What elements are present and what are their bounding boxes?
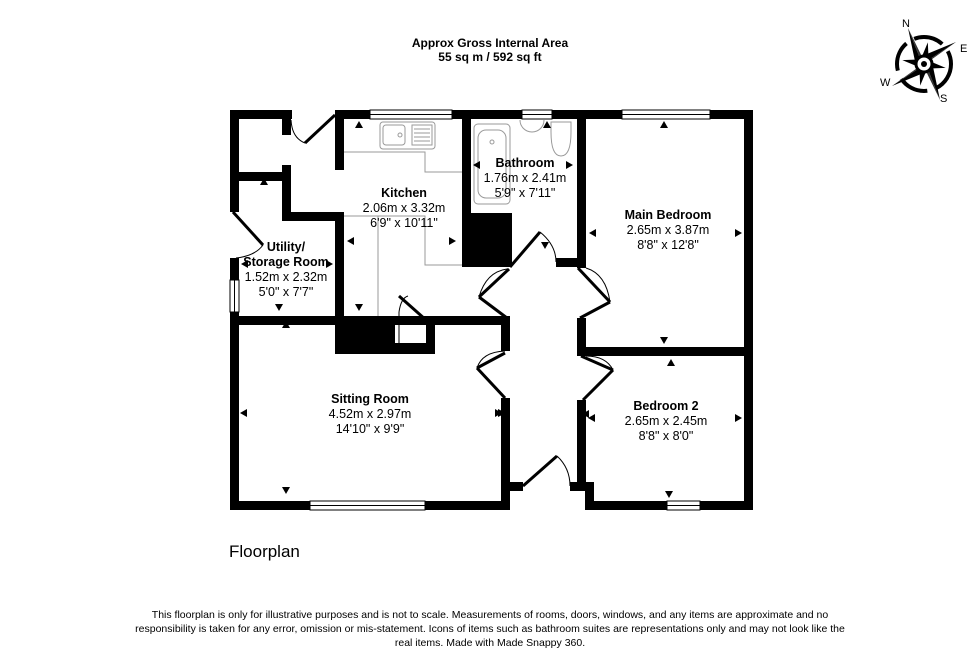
room-name: Kitchen: [381, 186, 427, 200]
room-imperial: 5'0" x 7'7": [258, 285, 314, 299]
room-imperial: 8'8" x 12'8": [637, 238, 699, 252]
room-bathroom: Bathroom 1.76m x 2.41m 5'9" x 7'11": [484, 156, 567, 201]
room-metric: 2.65m x 2.45m: [624, 414, 708, 428]
room-utility-storage: Utility/ Storage Room 1.52m x 2.32m 5'0"…: [243, 240, 328, 300]
dimension-arrows: [240, 121, 742, 498]
room-name: Sitting Room: [331, 392, 409, 406]
room-name-line2: Storage Room: [243, 255, 329, 269]
compass-north-label: N: [902, 18, 910, 30]
room-metric: 4.52m x 2.97m: [328, 407, 412, 421]
compass-east-label: E: [960, 43, 967, 55]
room-kitchen: Kitchen 2.06m x 3.32m 6'9" x 10'11": [363, 186, 446, 231]
room-name: Bathroom: [495, 156, 555, 170]
gross-internal-area: Approx Gross Internal Area 55 sq m / 592…: [380, 36, 600, 64]
room-imperial: 14'10" x 9'9": [335, 422, 405, 436]
room-metric: 1.52m x 2.32m: [244, 270, 328, 284]
windows: [229, 109, 711, 511]
floor-caption: Floorplan: [229, 542, 300, 561]
room-imperial: 8'8" x 8'0": [638, 429, 694, 443]
room-name: Utility/: [266, 240, 306, 254]
compass-south-label: S: [940, 93, 947, 105]
room-main-bedroom: Main Bedroom 2.65m x 3.87m 8'8" x 12'8": [625, 208, 712, 253]
room-metric: 2.65m x 3.87m: [626, 223, 710, 237]
room-name: Main Bedroom: [624, 208, 712, 222]
room-bedroom-2: Bedroom 2 2.65m x 2.45m 8'8" x 8'0": [625, 399, 708, 444]
compass-west-label: W: [880, 77, 891, 89]
walls: [230, 110, 753, 510]
area-value: 55 sq m / 592 sq ft: [438, 50, 542, 64]
room-name: Bedroom 2: [633, 399, 699, 413]
fixtures: [344, 119, 572, 316]
compass-rose-icon: N E S W: [880, 18, 967, 105]
room-imperial: 5'9" x 7'11": [494, 186, 556, 200]
area-title-label: Approx Gross Internal Area: [411, 36, 569, 50]
room-imperial: 6'9" x 10'11": [370, 216, 438, 230]
room-sitting-room: Sitting Room 4.52m x 2.97m 14'10" x 9'9": [329, 392, 412, 437]
doors: [231, 113, 615, 488]
room-metric: 2.06m x 3.32m: [362, 201, 446, 215]
disclaimer-text: This floorplan is only for illustrative …: [135, 609, 845, 649]
room-metric: 1.76m x 2.41m: [483, 171, 567, 185]
